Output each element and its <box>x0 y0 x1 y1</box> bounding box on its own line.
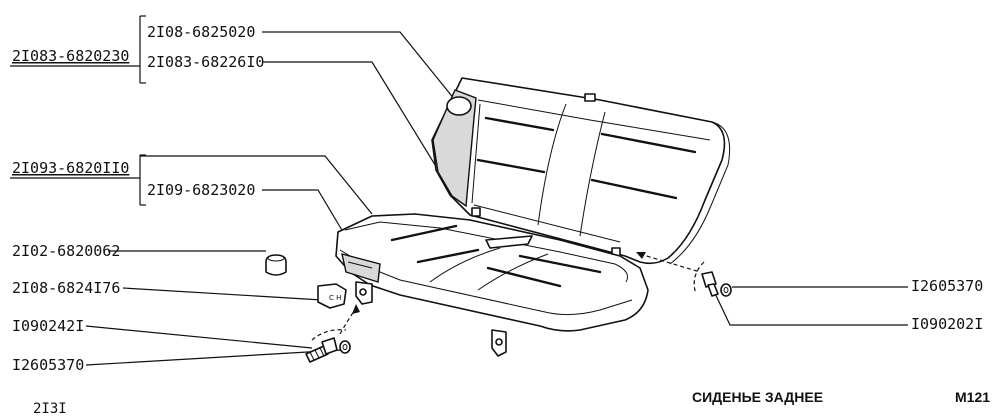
label-bolt-right: I090202I <box>911 315 983 333</box>
label-bumper: 2I02-6820062 <box>12 242 120 260</box>
washer-right-part <box>720 283 732 297</box>
svg-text:С Н: С Н <box>329 294 341 302</box>
label-washer-left: I2605370 <box>12 356 84 374</box>
label-backrest-frame: 2I083-68226I0 <box>147 53 264 71</box>
bracket-cushion-group <box>10 154 146 206</box>
assembly-paths <box>311 252 705 341</box>
diagram-caption: СИДЕНЬЕ ЗАДНЕЕ <box>692 389 823 405</box>
backrest <box>431 77 731 265</box>
label-washer-right: I2605370 <box>911 277 983 295</box>
label-cushion-assembly: 2I093-6820II0 <box>12 159 129 177</box>
label-latch-cover: 2I08-6824I76 <box>12 279 120 297</box>
leader-lines <box>85 31 908 366</box>
label-bolt-left: I090242I <box>12 317 84 335</box>
sheet-number: М121 <box>955 389 990 405</box>
label-cushion-frame: 2I09-6823020 <box>147 181 255 199</box>
latch-cover-part: С Н <box>317 283 347 309</box>
bolt-right-part <box>701 271 719 297</box>
model-number: 2I3I <box>33 401 67 417</box>
label-backrest-trim: 2I08-6825020 <box>147 23 255 41</box>
bumper-part <box>265 254 287 276</box>
washer-left-part <box>339 340 351 354</box>
bracket-backrest-group <box>10 15 146 84</box>
label-backrest-assembly: 2I083-6820230 <box>12 47 129 65</box>
seat-cushion <box>335 213 649 357</box>
bolt-left-part <box>305 337 338 363</box>
